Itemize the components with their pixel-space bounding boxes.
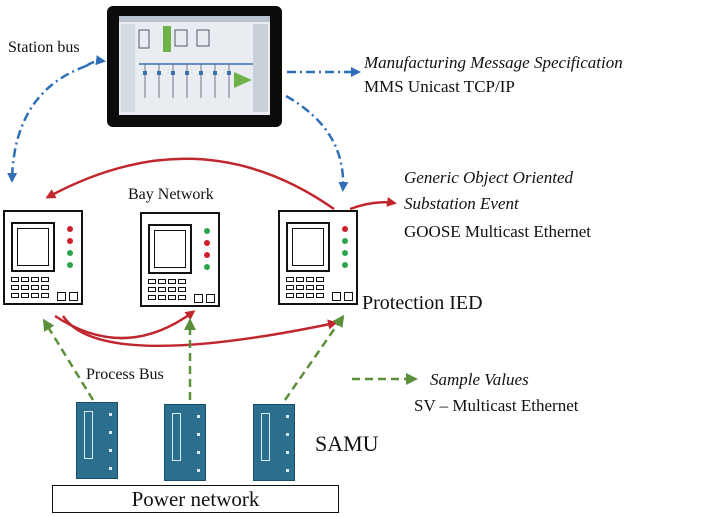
- goose-protocol: GOOSE Multicast Ethernet: [404, 222, 591, 241]
- mms-protocol: MMS Unicast TCP/IP: [364, 77, 515, 96]
- station-bus-arrow-left-up: [85, 55, 106, 68]
- goose-arrow-top: [45, 157, 335, 211]
- protection-ied-icon: [278, 210, 358, 305]
- mms-title: Manufacturing Message Specification: [364, 53, 623, 72]
- goose-arrow-to-legend: [349, 196, 397, 211]
- hmi-monitor-icon: [107, 6, 282, 127]
- goose-title-line1: Generic Object Oriented: [404, 168, 573, 187]
- sv-protocol: SV – Multicast Ethernet: [414, 396, 579, 415]
- merging-unit-icon: [164, 404, 206, 481]
- process-bus-label: Process Bus: [86, 366, 164, 383]
- hmi-screen: [119, 16, 270, 115]
- samu-label: SAMU: [315, 431, 379, 456]
- hmi-single-line-diagram-icon: [119, 16, 270, 112]
- goose-arrow-bottom-mid: [54, 310, 196, 340]
- power-network-label: Power network: [131, 487, 260, 511]
- station-bus-label: Station bus: [8, 39, 80, 56]
- sv-arrow-left: [42, 318, 95, 401]
- merging-unit-icon: [253, 404, 295, 481]
- station-bus-arrow-left-down: [7, 64, 87, 183]
- goose-arrow-bottom-right: [61, 315, 338, 348]
- goose-title-line2: Substation Event: [404, 194, 519, 213]
- merging-unit-icon: [76, 402, 118, 479]
- protection-ied-label: Protection IED: [362, 292, 483, 314]
- protection-ied-icon: [140, 212, 220, 307]
- station-bus-arrow-right-down: [285, 94, 349, 192]
- power-network-box: Power network: [52, 485, 339, 513]
- bay-network-label: Bay Network: [128, 186, 214, 203]
- sv-title: Sample Values: [430, 370, 529, 389]
- protection-ied-icon: [3, 210, 83, 305]
- sv-arrow-right: [283, 314, 345, 401]
